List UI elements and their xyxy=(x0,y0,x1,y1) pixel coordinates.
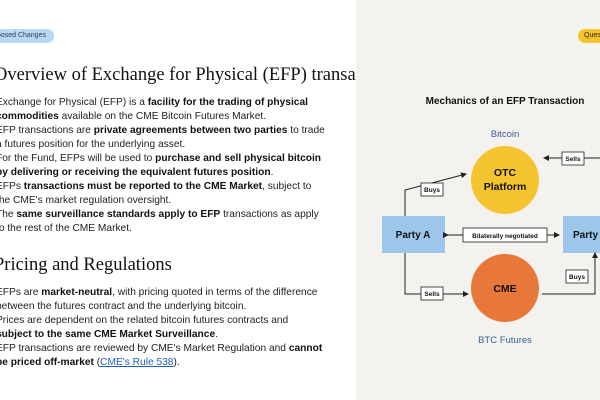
sells-bottom-label: Sells xyxy=(424,291,440,298)
platform-label: Platform xyxy=(484,181,527,193)
list-item: EFP transactions are private agreements … xyxy=(0,125,325,150)
left-panel: Proposed Changes Overview of Exchange fo… xyxy=(0,29,356,370)
bitcoin-caption: Bitcoin xyxy=(491,129,520,140)
list-item: EFPs are market-neutral, with pricing qu… xyxy=(0,287,318,312)
pricing-list: EFPs are market-neutral, with pricing qu… xyxy=(0,286,326,370)
questions-tag[interactable]: Questions xyxy=(578,29,600,43)
efp-overview-heading: Overview of Exchange for Physical (EFP) … xyxy=(0,65,356,85)
btc-futures-caption: BTC Futures xyxy=(478,335,532,346)
bilateral-label: Bilaterally negotiated xyxy=(472,233,538,240)
buys-top-label: Buys xyxy=(424,187,440,194)
efp-mechanics-diagram: Mechanics of an EFP Transaction Bitcoin … xyxy=(382,96,600,346)
buys-bottom-arrow xyxy=(542,252,598,295)
sells-top-label: Sells xyxy=(565,156,581,163)
sells-bottom-arrow xyxy=(404,253,469,297)
buys-top-box xyxy=(420,182,444,197)
sells-bottom-box xyxy=(420,286,444,301)
buys-bottom-box xyxy=(565,269,589,284)
pricing-heading: Pricing and Regulations xyxy=(0,255,172,275)
party-a-box xyxy=(382,216,445,253)
diagram-title: Mechanics of an EFP Transaction xyxy=(426,96,585,107)
sells-top-box xyxy=(561,151,585,166)
party-b-box xyxy=(563,216,600,253)
list-item: EFPs transactions must be reported to th… xyxy=(0,181,312,206)
buys-top-arrow xyxy=(404,172,467,216)
cme-label: CME xyxy=(493,283,516,295)
efp-overview-list: Exchange for Physical (EFP) is a facilit… xyxy=(0,96,326,236)
buys-bottom-label: Buys xyxy=(569,274,585,281)
cme-circle xyxy=(471,254,539,322)
cme-rule-538-link[interactable]: CME's Rule 538 xyxy=(100,357,174,368)
otc-label: OTC xyxy=(494,167,517,179)
list-item: Prices are dependent on the related bitc… xyxy=(0,315,289,340)
list-item: The same surveillance standards apply to… xyxy=(0,209,319,234)
party-b-label: Party B xyxy=(573,230,600,241)
bilateral-box xyxy=(462,227,548,243)
otc-platform-circle xyxy=(471,146,539,214)
list-item: For the Fund, EFPs will be used to purch… xyxy=(0,153,322,178)
right-panel: Mechanics of an EFP Transaction Bitcoin … xyxy=(356,0,600,400)
party-a-label: Party A xyxy=(396,230,431,241)
proposed-changes-tag[interactable]: Proposed Changes xyxy=(0,29,54,43)
list-item: Exchange for Physical (EFP) is a facilit… xyxy=(0,97,308,122)
list-item: EFP transactions are reviewed by CME's M… xyxy=(0,343,323,368)
